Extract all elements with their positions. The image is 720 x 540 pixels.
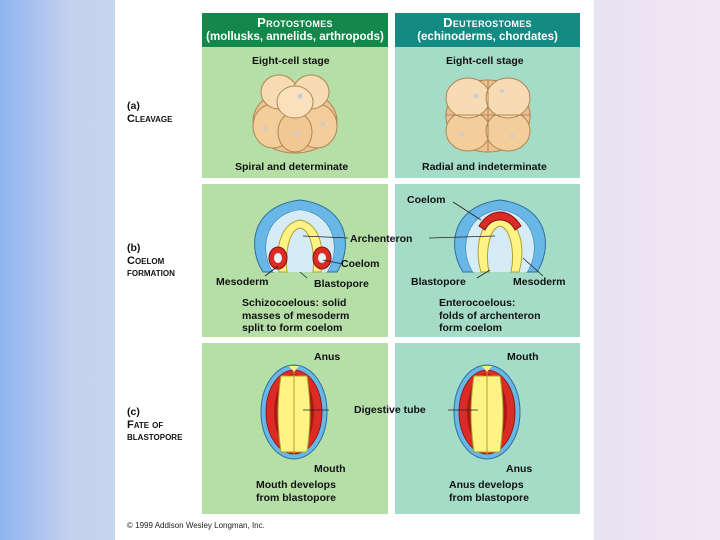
proto-stage-label: Eight-cell stage: [252, 55, 330, 67]
deut-bottom-opening-label: Anus: [506, 463, 533, 475]
deut-coelom-label: Coelom: [407, 194, 446, 206]
proto-eight-cell-embryo: [252, 74, 338, 154]
deut-mesoderm-label: Mesoderm: [513, 276, 566, 288]
protostomes-header: Protostomes (mollusks, annelids, arthrop…: [202, 13, 388, 47]
proto-mesoderm-label: Mesoderm: [216, 276, 269, 288]
digestive-tube-label: Digestive tube: [354, 404, 426, 416]
row-b-label: (b) Coelom formation: [127, 242, 175, 279]
deut-gastrula-diagram: [428, 199, 546, 279]
deut-embryo-tube: [448, 364, 521, 460]
proto-bottom-opening-label: Mouth: [314, 463, 346, 475]
deut-stage-label: Eight-cell stage: [446, 55, 524, 67]
deut-top-opening-label: Mouth: [507, 351, 539, 363]
slide-page: Protostomes (mollusks, annelids, arthrop…: [115, 0, 594, 540]
proto-cleavage-caption: Spiral and determinate: [235, 161, 349, 173]
row-a-label: (a) Cleavage: [127, 100, 173, 125]
deut-eight-cell-embryo: [445, 77, 531, 153]
deuterostomes-title: Deuterostomes: [443, 15, 532, 30]
proto-blastopore-caption: Mouth develops from blastopore: [256, 479, 336, 504]
proto-top-opening-label: Anus: [314, 351, 341, 363]
deut-blastopore-label: Blastopore: [411, 276, 466, 288]
proto-embryo-tube: [260, 364, 329, 460]
archenteron-label: Archenteron: [350, 233, 413, 245]
row-c-label: (c) Fate of blastopore: [127, 406, 183, 443]
deuterostomes-subtitle: (echinoderms, chordates): [417, 31, 558, 43]
deut-coelom-caption: Enterocoelous: folds of archenteron form…: [439, 297, 541, 334]
protostomes-title: Protostomes: [257, 15, 333, 30]
deuterostomes-header: Deuterostomes (echinoderms, chordates): [395, 13, 580, 47]
proto-coelom-caption: Schizocoelous: solid masses of mesoderm …: [242, 297, 350, 334]
deut-cleavage-caption: Radial and indeterminate: [422, 161, 547, 173]
proto-gastrula-diagram: [254, 199, 349, 279]
copyright-notice: © 1999 Addison Wesley Longman, Inc.: [127, 521, 265, 530]
proto-blastopore-label: Blastopore: [314, 278, 369, 290]
proto-coelom-label: Coelom: [341, 258, 380, 270]
deut-blastopore-caption: Anus develops from blastopore: [449, 479, 529, 504]
protostomes-subtitle: (mollusks, annelids, arthropods): [206, 31, 384, 43]
